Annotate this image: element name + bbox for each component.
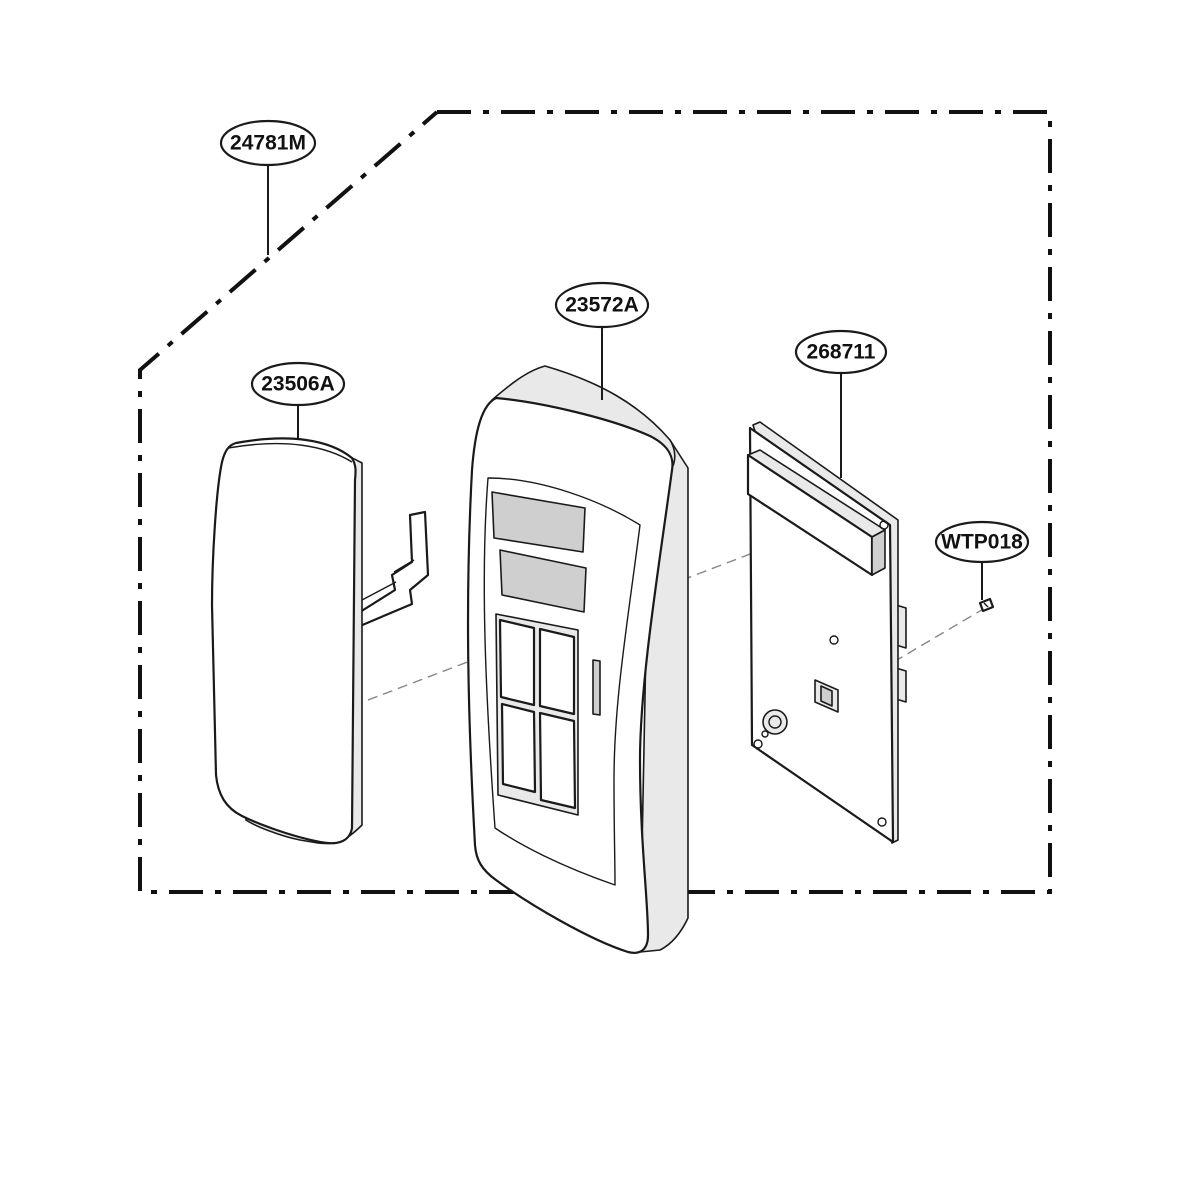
callout-screw-label: WTP018	[941, 531, 1023, 554]
callout-assembly: 24781M	[219, 119, 317, 167]
callout-control-housing: 23572A	[554, 281, 650, 329]
callout-front-panel-label: 23506A	[261, 373, 335, 396]
callout-front-panel: 23506A	[250, 361, 346, 407]
assembly-boundary	[138, 110, 1052, 894]
front-panel-part	[210, 437, 430, 845]
screw-part	[978, 597, 995, 613]
ribbon-cable	[358, 510, 430, 628]
callout-pcb-label: 268711	[807, 341, 876, 364]
callout-assembly-label: 24781M	[230, 132, 306, 155]
callout-control-housing-label: 23572A	[565, 294, 639, 317]
display-window-lower	[499, 549, 587, 613]
callout-screw: WTP018	[934, 520, 1030, 564]
display-window-upper	[491, 491, 586, 553]
front-panel-face	[210, 437, 357, 845]
control-housing-part	[466, 365, 689, 954]
pcb-part	[746, 421, 907, 844]
callout-pcb: 268711	[794, 329, 888, 375]
